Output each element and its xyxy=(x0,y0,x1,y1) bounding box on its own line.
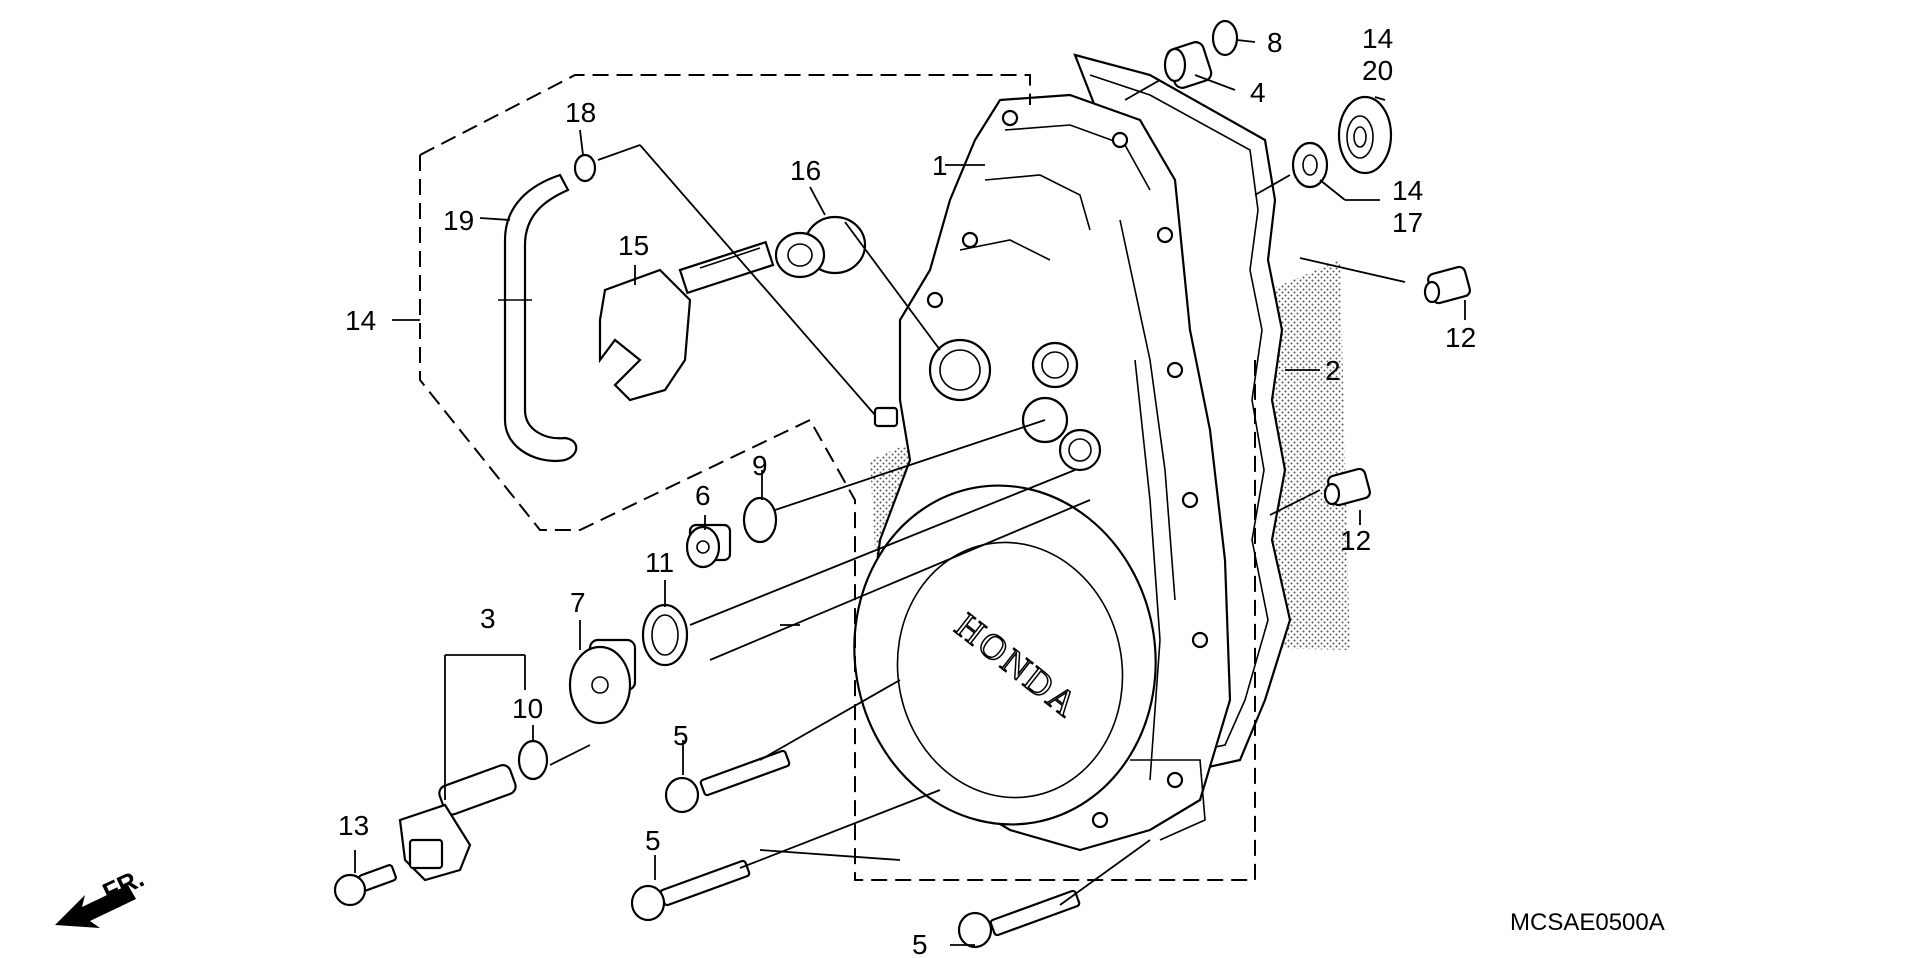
callout-2: 2 xyxy=(1325,355,1341,386)
plug-bolt xyxy=(685,523,732,569)
hose-clip xyxy=(573,153,597,183)
bearing xyxy=(1337,95,1393,175)
callout-1: 1 xyxy=(932,150,948,181)
callout-4: 4 xyxy=(1250,77,1266,108)
o-ring-large xyxy=(641,603,689,667)
callout-14-top: 14 xyxy=(1362,23,1393,54)
callout-14-right: 14 xyxy=(1392,175,1423,206)
callout-5-lower: 5 xyxy=(912,929,928,958)
sensor-bolt xyxy=(333,864,397,907)
dowel-pin-upper xyxy=(1423,265,1471,305)
assembly-lines xyxy=(549,79,1406,906)
callout-18: 18 xyxy=(565,97,596,128)
front-direction-arrow: FR. xyxy=(55,863,149,928)
dowel-pin-lower xyxy=(1323,467,1371,507)
callout-17: 17 xyxy=(1392,207,1423,238)
callout-13: 13 xyxy=(338,810,369,841)
collar xyxy=(1163,41,1213,89)
filler-cap xyxy=(568,638,637,725)
diagram-code: MCSAE0500A xyxy=(1510,909,1665,936)
callout-11: 11 xyxy=(645,547,674,578)
water-pump-impeller xyxy=(598,240,775,402)
callout-5-middle: 5 xyxy=(645,825,661,856)
callout-19: 19 xyxy=(443,205,474,236)
flange-bolt-middle xyxy=(630,859,751,922)
callout-9: 9 xyxy=(752,450,768,481)
callout-7: 7 xyxy=(570,587,586,618)
flange-bolt-upper xyxy=(664,749,791,814)
o-ring-small xyxy=(1211,19,1239,57)
sensor-o-ring xyxy=(517,739,549,781)
pump-seal xyxy=(774,215,867,279)
callout-12-upper: 12 xyxy=(1445,322,1476,353)
callout-14-left: 14 xyxy=(345,305,376,336)
crankcase-cover: HONDA xyxy=(853,93,1232,852)
callout-leaders xyxy=(354,39,1466,946)
callout-8: 8 xyxy=(1267,27,1283,58)
oil-seal xyxy=(1291,141,1329,189)
callout-5-upper: 5 xyxy=(673,720,689,751)
hose-group-outline xyxy=(419,74,1031,156)
callout-3: 3 xyxy=(480,603,496,634)
callout-10: 10 xyxy=(512,693,543,724)
water-hose xyxy=(498,173,578,463)
flange-bolt-lower xyxy=(957,889,1081,949)
speed-sensor xyxy=(398,764,517,882)
callout-12-lower: 12 xyxy=(1340,525,1371,556)
pump-dowel xyxy=(873,406,899,428)
callout-15: 15 xyxy=(618,230,649,261)
callout-16: 16 xyxy=(790,155,821,186)
sealing-washer xyxy=(742,496,778,544)
callout-6: 6 xyxy=(695,480,711,511)
callout-20: 20 xyxy=(1362,55,1393,86)
